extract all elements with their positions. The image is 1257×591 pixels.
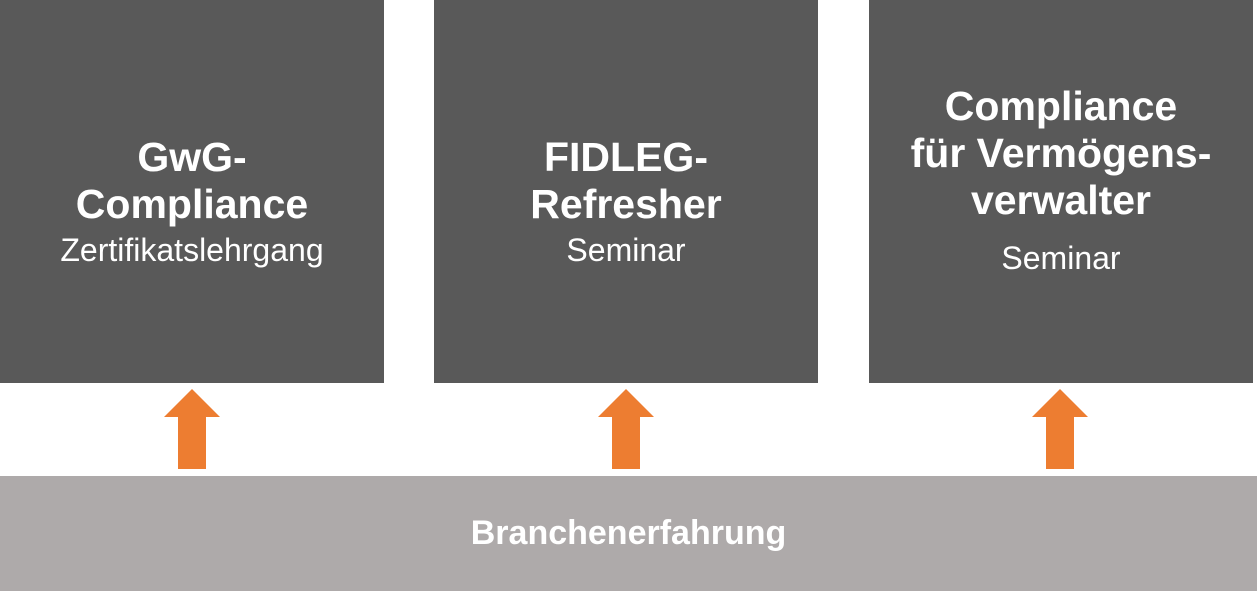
- course-box-fidleg-refresher: FIDLEG- Refresher Seminar: [434, 0, 818, 383]
- arrow-up-icon: [1032, 389, 1088, 469]
- arrow-up-icon: [164, 389, 220, 469]
- course-title: Compliance für Vermögens- verwalter: [910, 83, 1212, 223]
- course-type: Seminar: [1001, 240, 1121, 276]
- course-title: GwG- Compliance: [75, 133, 309, 227]
- foundation-label: Branchenerfahrung: [470, 514, 787, 552]
- course-title: FIDLEG- Refresher: [530, 133, 722, 227]
- foundation-bar: Branchenerfahrung: [0, 476, 1257, 591]
- course-type: Seminar: [566, 231, 686, 268]
- arrow-up-icon: [598, 389, 654, 469]
- course-type: Zertifikatslehrgang: [60, 231, 324, 268]
- course-box-compliance-vermoegensverwalter: Compliance für Vermögens- verwalter Semi…: [869, 0, 1253, 383]
- course-box-gwg-compliance: GwG- Compliance Zertifikatslehrgang: [0, 0, 384, 383]
